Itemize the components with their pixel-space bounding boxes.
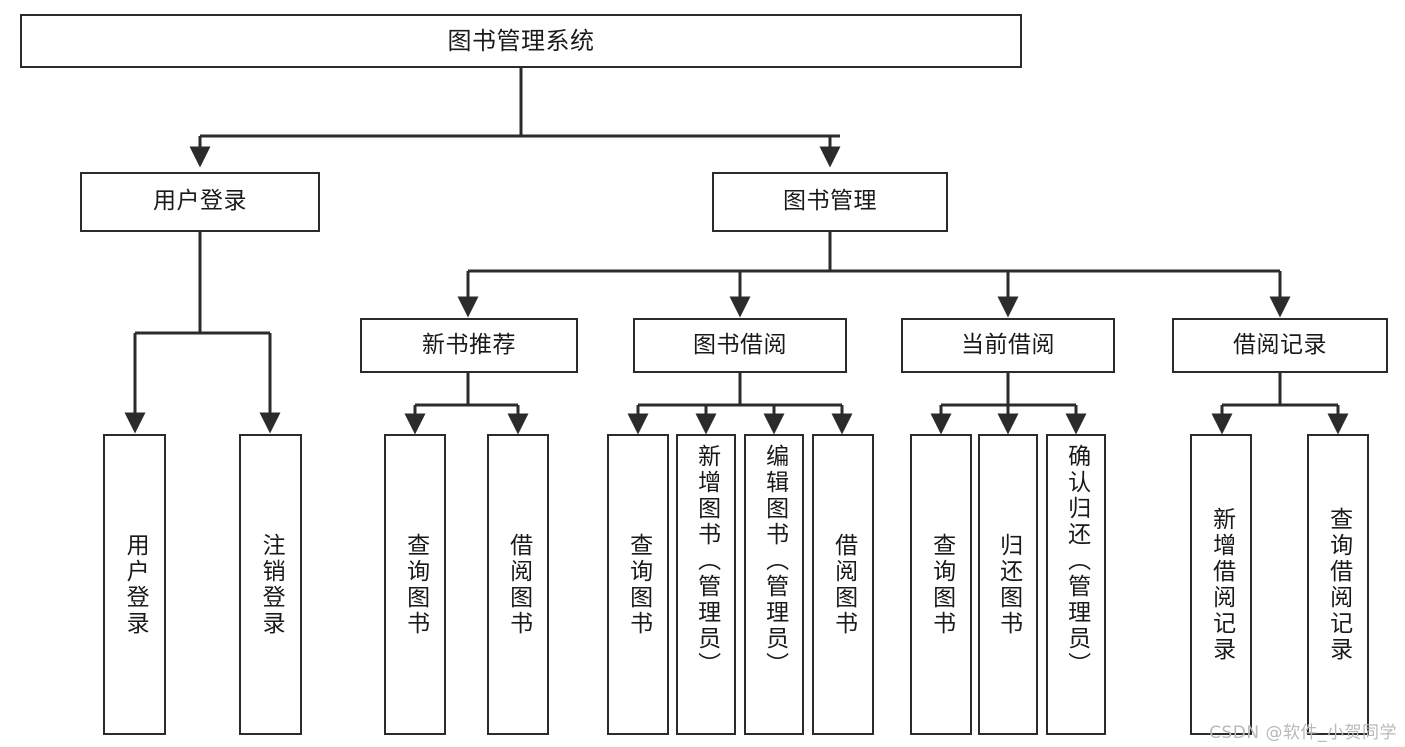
node-label: 查询图书 xyxy=(625,532,652,637)
csdn-watermark: CSDN @软件_小贺同学 xyxy=(1209,723,1397,743)
node-label: 查询借阅记录 xyxy=(1325,506,1352,663)
node-label: 当前借阅 xyxy=(961,331,1055,358)
node-label: 借阅图书 xyxy=(830,532,857,637)
node-label: 新增图书（管理员） xyxy=(693,444,720,678)
node-label: 查询图书 xyxy=(402,532,429,637)
node-leaf-user-login[interactable]: 用户登录 xyxy=(103,434,166,735)
node-leaf-edit-book[interactable]: 编辑图书（管理员） xyxy=(744,434,804,735)
node-leaf-query-book-3[interactable]: 查询图书 xyxy=(910,434,972,735)
node-label: 图书管理系统 xyxy=(447,26,595,55)
node-root-system[interactable]: 图书管理系统 xyxy=(20,14,1022,68)
node-leaf-borrow-book-2[interactable]: 借阅图书 xyxy=(812,434,874,735)
node-leaf-query-book-1[interactable]: 查询图书 xyxy=(384,434,446,735)
node-new-book-recommend[interactable]: 新书推荐 xyxy=(360,318,578,373)
node-leaf-confirm-return[interactable]: 确认归还（管理员） xyxy=(1046,434,1106,735)
node-current-borrow[interactable]: 当前借阅 xyxy=(901,318,1115,373)
node-label: 图书借阅 xyxy=(693,331,787,358)
node-label: 新增借阅记录 xyxy=(1208,506,1235,663)
node-label: 新书推荐 xyxy=(422,331,516,358)
node-leaf-query-book-2[interactable]: 查询图书 xyxy=(607,434,669,735)
node-label: 借阅记录 xyxy=(1233,331,1327,358)
node-label: 编辑图书（管理员） xyxy=(761,444,788,678)
node-book-manage[interactable]: 图书管理 xyxy=(712,172,948,232)
node-label: 图书管理 xyxy=(783,188,877,215)
node-leaf-borrow-book-1[interactable]: 借阅图书 xyxy=(487,434,549,735)
node-borrow-record[interactable]: 借阅记录 xyxy=(1172,318,1388,373)
node-leaf-return-book[interactable]: 归还图书 xyxy=(978,434,1038,735)
node-label: 归还图书 xyxy=(995,532,1022,637)
node-label: 借阅图书 xyxy=(505,532,532,637)
node-label: 用户登录 xyxy=(153,188,247,215)
node-label: 用户登录 xyxy=(122,532,149,637)
node-label: 查询图书 xyxy=(928,532,955,637)
node-leaf-user-logout[interactable]: 注销登录 xyxy=(239,434,302,735)
node-leaf-query-record[interactable]: 查询借阅记录 xyxy=(1307,434,1369,735)
node-leaf-add-record[interactable]: 新增借阅记录 xyxy=(1190,434,1252,735)
node-leaf-add-book[interactable]: 新增图书（管理员） xyxy=(676,434,736,735)
node-label: 注销登录 xyxy=(258,532,285,637)
node-book-borrow[interactable]: 图书借阅 xyxy=(633,318,847,373)
node-label: 确认归还（管理员） xyxy=(1063,444,1090,678)
node-user-login[interactable]: 用户登录 xyxy=(80,172,320,232)
